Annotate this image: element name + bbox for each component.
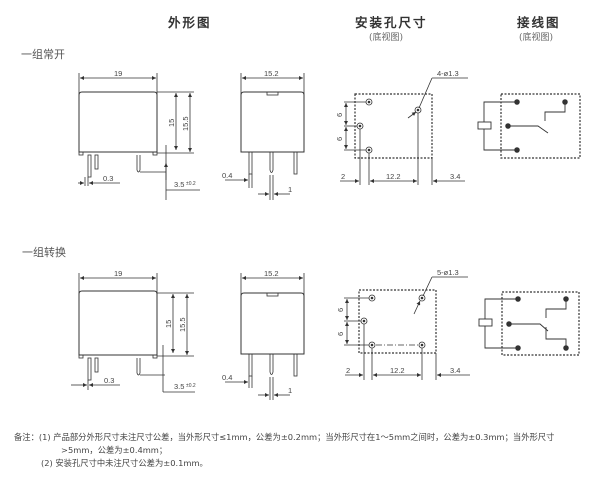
note-1-continued: >5mm，公差为±0.4mm；	[61, 445, 168, 455]
dim-pin-length: 3.5	[174, 180, 184, 189]
dim-body-height: 15	[167, 119, 176, 127]
mounting-holes-1	[340, 77, 468, 185]
hole-callout: 4-ø1.3	[437, 69, 459, 78]
header-mounting-sub: (底视图)	[369, 33, 404, 43]
hole-dim-mid: 12.2	[386, 172, 401, 181]
dim-pin-pitch: 1	[288, 185, 292, 194]
dim-pin-offset: 0.3	[104, 376, 114, 385]
side-view-2	[225, 273, 305, 400]
header-mounting: 安装孔尺寸	[355, 15, 428, 30]
hole-dim-left: 2	[341, 172, 345, 181]
dim-body-height: 15	[164, 320, 173, 328]
side-view-1	[225, 73, 305, 200]
mounting-holes-2	[344, 276, 470, 380]
hole-dim-v1: 6	[335, 113, 344, 117]
hole-dim-mid: 12.2	[390, 366, 405, 375]
dim-side-width: 15.2	[264, 269, 279, 278]
dim-total-height: 15.5	[178, 317, 187, 332]
dim-pin-width: 0.4	[222, 373, 232, 382]
note-1: 备注：(1) 产品部分外形尺寸未注尺寸公差，当外形尺寸≤1mm，公差为±0.2m…	[14, 431, 554, 444]
row-label-changeover: 一组转换	[22, 246, 66, 259]
header-wiring-sub: (底视图)	[519, 33, 554, 43]
dim-pin-width: 0.4	[222, 171, 232, 180]
hole-dim-v1: 6	[336, 308, 345, 312]
dim-pin-pitch: 1	[288, 386, 292, 395]
hole-dim-left: 2	[346, 366, 350, 375]
notes-prefix: 备注：	[14, 432, 39, 442]
header-wiring: 接线图	[517, 15, 561, 30]
note-2: (2) 安装孔尺寸中未注尺寸公差为±0.1mm。	[41, 458, 208, 468]
dim-side-width: 15.2	[264, 69, 279, 78]
wiring-diagram-no	[477, 93, 581, 159]
note-1-text: (1) 产品部分外形尺寸未注尺寸公差，当外形尺寸≤1mm，公差为±0.2mm；当…	[38, 432, 555, 442]
dim-pin-length: 3.5	[174, 382, 184, 391]
dim-pin-length-tol: ±0.2	[186, 383, 196, 389]
hole-dim-right: 3.4	[450, 172, 460, 181]
dim-pin-length-tol: ±0.2	[186, 181, 196, 187]
wiring-diagram-changeover	[478, 291, 580, 356]
dim-width: 19	[114, 269, 122, 278]
row-label-no: 一组常开	[21, 48, 65, 61]
front-view-1	[78, 73, 200, 200]
hole-dim-right: 3.4	[450, 366, 460, 375]
notes-block: 备注：(1) 产品部分外形尺寸未注尺寸公差，当外形尺寸≤1mm，公差为±0.2m…	[14, 431, 554, 470]
hole-dim-v2: 6	[336, 332, 345, 336]
hole-callout: 5-ø1.3	[437, 268, 459, 277]
dim-total-height: 15.5	[181, 116, 190, 131]
header-outline: 外形图	[168, 15, 212, 30]
dim-width: 19	[114, 69, 122, 78]
front-view-2	[71, 273, 195, 393]
dim-pin-offset: 0.3	[103, 174, 113, 183]
hole-dim-v2: 6	[335, 137, 344, 141]
